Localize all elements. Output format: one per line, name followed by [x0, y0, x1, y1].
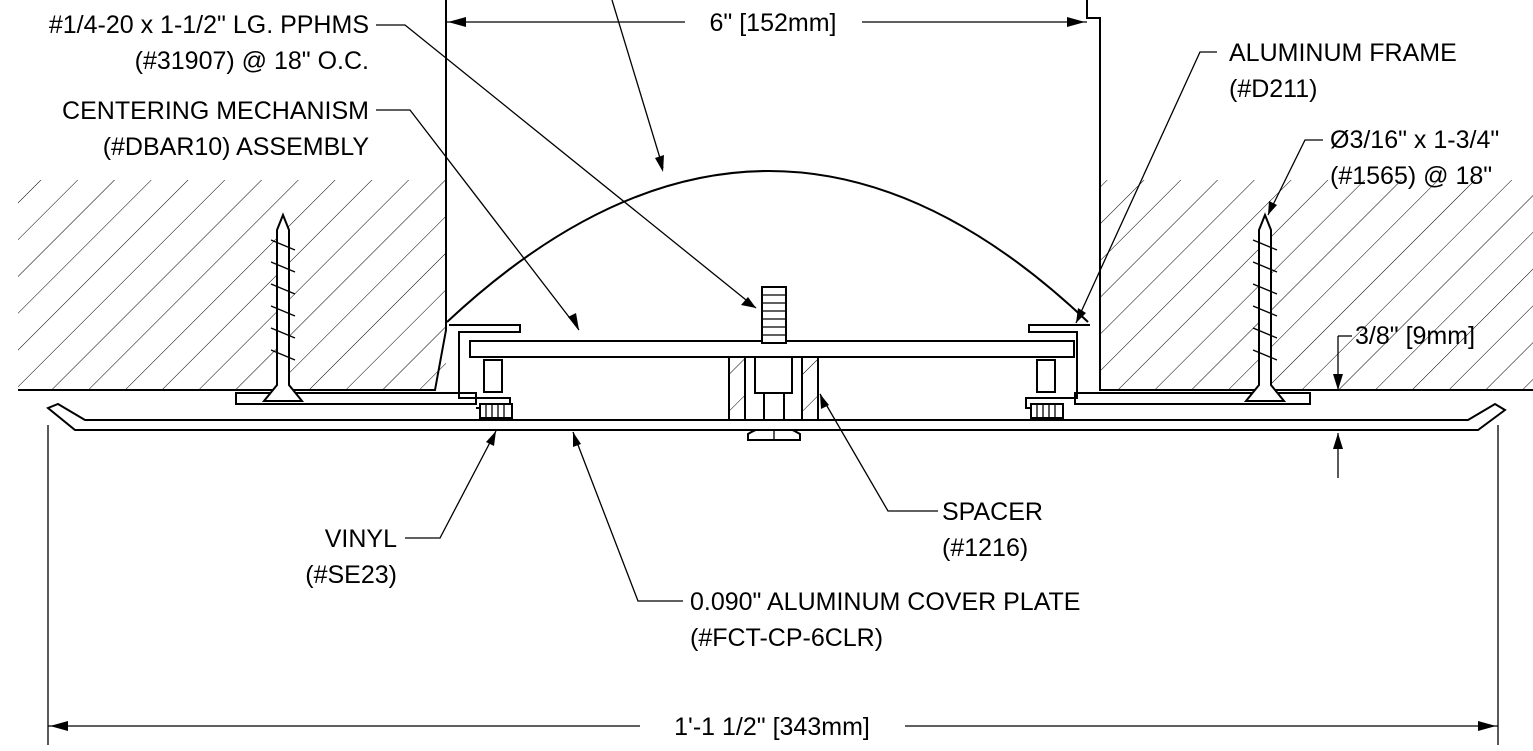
- label-pphms-line2: (#31907) @ 18" O.C.: [135, 47, 369, 75]
- dim-joint-width: 6" [152mm]: [710, 9, 837, 37]
- label-centering: CENTERING MECHANISM (#DBAR10) ASSEMBLY: [62, 97, 369, 161]
- cover-plate: [46, 402, 1507, 431]
- label-cover-plate-line1: 0.090" ALUMINUM COVER PLATE: [690, 588, 1080, 616]
- centering-arc: [446, 170, 1089, 323]
- pphms-bolt: [747, 286, 801, 441]
- label-cover-plate-line2: (#FCT-CP-6CLR): [690, 624, 883, 652]
- dim-overall-width: 1'-1 1/2" [343mm]: [674, 713, 870, 741]
- dimension-lines: [47, 17, 1499, 745]
- label-pphms: #1/4-20 x 1-1/2" LG. PPHMS (#31907) @ 18…: [49, 11, 369, 75]
- leader-lines: [376, 0, 1323, 602]
- vinyl-seal-left: [479, 403, 513, 419]
- dim-recess-depth: 3/8" [9mm]: [1355, 322, 1475, 350]
- concrete-left: [18, 0, 447, 391]
- label-vinyl: VINYL (#SE23): [305, 525, 397, 589]
- aluminum-frame-right: [1025, 324, 1311, 409]
- label-frame-line2: (#D211): [1229, 75, 1317, 103]
- label-spacer-line2: (#1216): [942, 534, 1028, 562]
- label-vinyl-line2: (#SE23): [305, 561, 397, 589]
- label-frame-line1: ALUMINUM FRAME: [1229, 39, 1457, 67]
- label-anchor-line2: (#1565) @ 18": [1330, 162, 1492, 190]
- label-cover-plate: 0.090" ALUMINUM COVER PLATE (#FCT-CP-6CL…: [690, 588, 1080, 652]
- label-pphms-line1: #1/4-20 x 1-1/2" LG. PPHMS: [49, 11, 369, 39]
- label-anchor-line1: Ø3/16" x 1-3/4": [1330, 126, 1499, 154]
- label-spacer-line1: SPACER: [942, 498, 1043, 526]
- concrete-right: [1086, 0, 1533, 391]
- label-centering-line1: CENTERING MECHANISM: [62, 97, 369, 125]
- label-anchor: Ø3/16" x 1-3/4" (#1565) @ 18": [1330, 126, 1499, 190]
- label-frame: ALUMINUM FRAME (#D211): [1229, 39, 1457, 103]
- label-spacer: SPACER (#1216): [942, 498, 1043, 562]
- anchor-left: [261, 212, 305, 402]
- anchor-right: [1243, 212, 1287, 402]
- label-centering-line2: (#DBAR10) ASSEMBLY: [103, 133, 370, 161]
- vinyl-seal-right: [1030, 403, 1064, 419]
- label-vinyl-line1: VINYL: [325, 525, 397, 553]
